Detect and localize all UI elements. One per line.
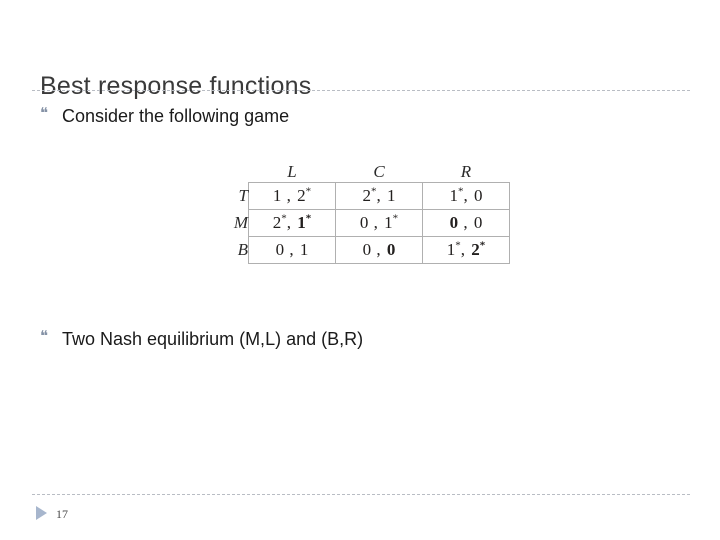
matrix-cell-M-C: 0 , 1* [335,209,423,237]
payoff-p1: 0 [449,213,459,232]
payoff-p1: 0 [359,213,369,232]
payoff-separator: , [284,240,300,259]
footer-divider [32,494,690,495]
matrix-cell-T-R: 1*, 0 [422,182,510,210]
payoff-matrix: L C R T 1 , 2* 2*, 1 1*, 0 M 2*, 1* [216,158,510,264]
payoff-p2: 1* [384,212,399,232]
star-marker: * [281,212,287,225]
payoff-separator: , [371,240,387,259]
payoff-p2: 2* [471,239,486,259]
matrix-cell-B-L: 0 , 1 [248,236,336,264]
payoff-p2: 1 [387,186,396,205]
star-marker: * [371,185,377,198]
payoff-p2: 1* [297,212,312,232]
matrix-cell-M-R: 0 , 0 [422,209,510,237]
payoff-p1: 2* [272,212,287,232]
bullet-text-2: Two Nash equilibrium (M,L) and (B,R) [62,329,364,349]
payoff-separator: , [286,213,298,232]
payoff-separator: , [281,186,298,205]
matrix-row-header-T: T [238,186,248,205]
matrix-row-B: B 0 , 1 0 , 0 1*, 2* [216,236,510,264]
payoff-p2: 0 [473,213,483,232]
bullet-marker-icon: ❝ [40,106,49,122]
payoff-p1: 0 [362,240,372,259]
payoff-p1: 1* [446,239,461,259]
matrix-col-header-R: R [460,162,472,181]
matrix-col-header-C: C [373,162,385,181]
matrix-cell-M-L: 2*, 1* [248,209,336,237]
payoff-p2: 1 [299,240,309,259]
payoff-p1: 1 [272,186,282,205]
star-marker: * [305,212,312,225]
star-marker: * [458,185,464,198]
payoff-separator: , [463,186,474,205]
matrix-col-header-L: L [287,162,297,181]
bullet-marker-icon: ❝ [40,329,49,345]
matrix-row-T: T 1 , 2* 2*, 1 1*, 0 [216,182,510,210]
matrix-corner-cell [216,158,249,183]
payoff-p1: 1* [449,185,464,205]
payoff-p1: 2* [362,185,377,205]
payoff-p1: 0 [275,240,285,259]
matrix-cell-T-C: 2*, 1 [335,182,423,210]
matrix-row-M: M 2*, 1* 0 , 1* 0 , 0 [216,209,510,237]
payoff-separator: , [368,213,385,232]
matrix-row-header-M: M [233,213,248,232]
payoff-p2: 0 [474,186,483,205]
bullet-text-1: Consider the following game [62,106,290,126]
star-marker: * [479,239,486,252]
star-marker: * [305,185,312,198]
triangle-right-icon [36,506,47,520]
payoff-separator: , [458,213,474,232]
star-marker: * [392,212,399,225]
matrix-cell-T-L: 1 , 2* [248,182,336,210]
matrix-cell-B-R: 1*, 2* [422,236,510,264]
payoff-separator: , [460,240,472,259]
payoff-p2: 2* [297,185,312,205]
matrix-header-row: L C R [216,158,510,183]
page-number: 17 [56,507,68,521]
matrix-row-header-B: B [237,240,248,259]
matrix-cell-B-C: 0 , 0 [335,236,423,264]
title-divider [32,90,690,91]
bullet-item-2: ❝ Two Nash equilibrium (M,L) and (B,R) [40,327,363,351]
page-title: Best response functions [40,71,312,100]
bullet-item-1: ❝ Consider the following game [40,104,289,128]
payoff-separator: , [376,186,387,205]
payoff-p2: 0 [386,240,396,259]
star-marker: * [455,239,461,252]
